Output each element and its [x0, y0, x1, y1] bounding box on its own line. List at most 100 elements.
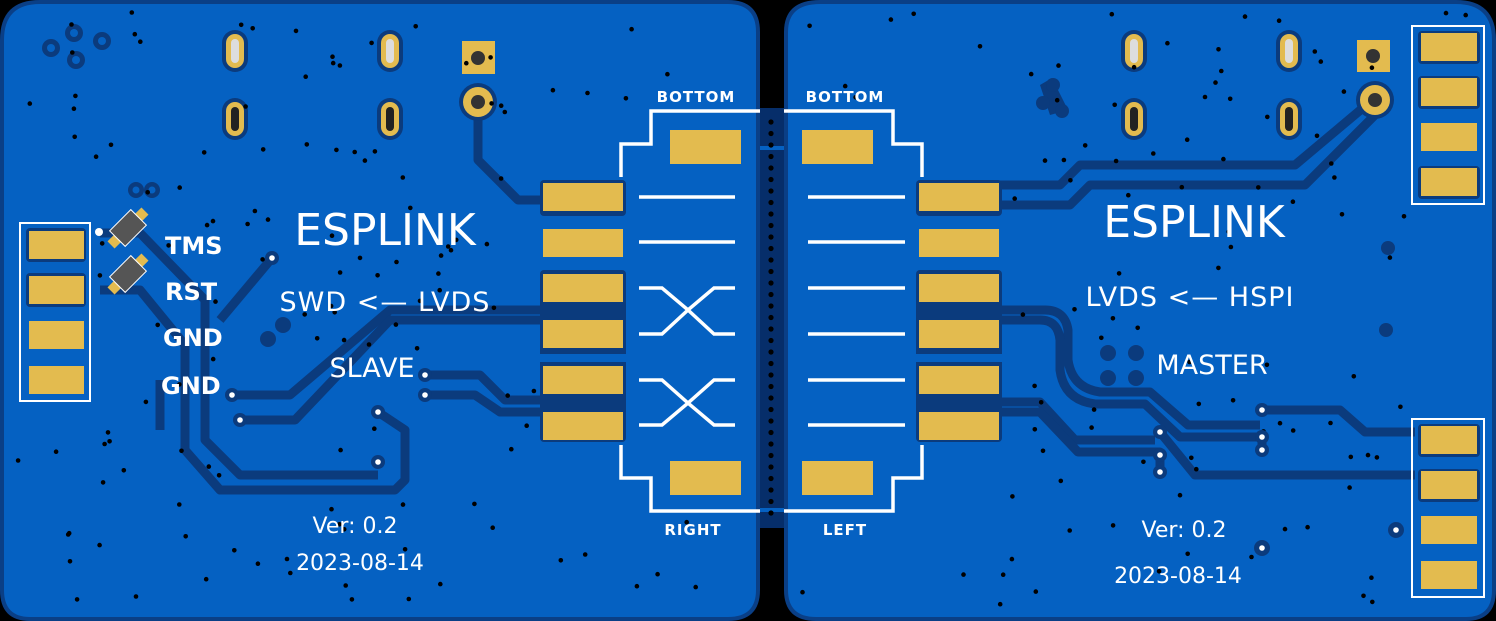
via-dot	[1264, 362, 1270, 368]
via-dot	[472, 501, 477, 507]
via-dot	[400, 175, 406, 180]
via-dot	[489, 101, 494, 106]
via-dot	[1290, 428, 1296, 433]
via-dot	[288, 570, 293, 576]
via-dot	[408, 205, 413, 211]
via-dot	[997, 601, 1003, 607]
via-dot	[1228, 244, 1234, 250]
via-dot	[143, 399, 149, 405]
via-dot	[260, 257, 265, 262]
via-dot	[145, 190, 150, 195]
mousebite-hole	[768, 211, 774, 217]
via-dot	[1282, 526, 1288, 532]
via-drill	[1259, 545, 1265, 551]
via-dot	[206, 464, 212, 469]
header-top-right	[1411, 25, 1485, 205]
via-dot	[394, 259, 399, 265]
mousebite-hole	[768, 510, 774, 516]
mousebite-hole	[768, 199, 774, 206]
via-dot	[332, 310, 338, 315]
mousebite-hole	[768, 130, 774, 137]
via-dot	[177, 502, 182, 507]
via-dot	[888, 17, 894, 22]
connector-outline-right	[784, 109, 924, 513]
via-dot	[1012, 196, 1017, 201]
via-dot	[250, 26, 255, 31]
via-dot	[509, 446, 514, 452]
via-dot	[99, 241, 105, 246]
mousebite-hole	[768, 176, 774, 183]
via-dot	[293, 28, 299, 34]
lvds-connector-pads-left	[540, 130, 741, 495]
via-dot	[1256, 185, 1261, 190]
via-dot	[807, 23, 812, 29]
left-board-date: 2023-08-14	[296, 551, 424, 576]
via-dot	[352, 149, 358, 155]
left-board-version: Ver: 0.2	[313, 514, 398, 539]
mousebite-hole	[768, 188, 774, 194]
via-dot	[464, 60, 469, 66]
right-board-direction: LVDS <— HSPI	[1086, 282, 1295, 313]
left-board-role: SLAVE	[329, 353, 414, 384]
via-dot	[232, 548, 237, 553]
via-dot	[1314, 133, 1320, 139]
via-dot	[1242, 14, 1248, 19]
via-dot	[445, 244, 451, 249]
mousebite-hole	[768, 418, 774, 424]
via-dot	[330, 60, 336, 66]
connector-outline-left	[619, 109, 760, 513]
via-dot	[204, 222, 210, 228]
via-dot	[1196, 401, 1202, 407]
via-dot	[634, 583, 640, 589]
via-dot	[201, 150, 207, 155]
via-dot	[1221, 156, 1226, 162]
via-dot	[1113, 158, 1119, 164]
via-drill	[269, 255, 275, 261]
via-dot	[406, 596, 412, 602]
swd-header	[19, 222, 91, 402]
via-dot	[623, 96, 629, 101]
via-dot	[1351, 374, 1357, 379]
mousebite-hole	[768, 165, 774, 171]
via-dot	[1131, 64, 1137, 70]
via-dot	[27, 101, 33, 106]
pin-label-gnd-2: GND	[161, 372, 221, 400]
via-dot	[1110, 316, 1116, 321]
via-dot	[343, 583, 349, 588]
via-dot	[1318, 59, 1324, 64]
mousebite-hole	[768, 429, 774, 436]
via-dot	[498, 176, 504, 181]
left-board	[0, 0, 760, 621]
via-dot	[1141, 459, 1146, 465]
via-dot	[328, 303, 334, 309]
via-dot	[93, 154, 99, 159]
via-dot	[1089, 425, 1094, 430]
via-dot	[1276, 18, 1282, 24]
mousebite-hole	[768, 245, 774, 252]
via-dot	[1082, 143, 1088, 148]
panel-breakaway-strip	[755, 108, 787, 528]
via-dot	[1126, 192, 1131, 198]
via-dot	[71, 106, 77, 111]
via-dot	[74, 597, 80, 602]
via-dot	[177, 185, 182, 190]
via-dot	[693, 584, 698, 590]
via-dot	[1348, 454, 1354, 460]
via-dot	[1387, 255, 1393, 260]
via-dot	[69, 22, 74, 27]
via-dot	[203, 576, 209, 582]
via-dot	[1339, 212, 1345, 217]
via-dot	[1038, 400, 1044, 405]
mousebite-hole	[768, 257, 774, 263]
right-board	[784, 0, 1496, 621]
via-dot	[132, 31, 138, 37]
mousebite-hole	[768, 337, 774, 344]
via-dot	[1365, 452, 1371, 458]
via-dot	[1010, 494, 1015, 499]
via-dot	[1216, 265, 1221, 271]
via-dot	[1341, 89, 1347, 94]
via-dot	[338, 447, 343, 453]
via-drill	[1259, 434, 1265, 440]
via-dot	[138, 39, 143, 44]
via-dot	[362, 158, 368, 163]
